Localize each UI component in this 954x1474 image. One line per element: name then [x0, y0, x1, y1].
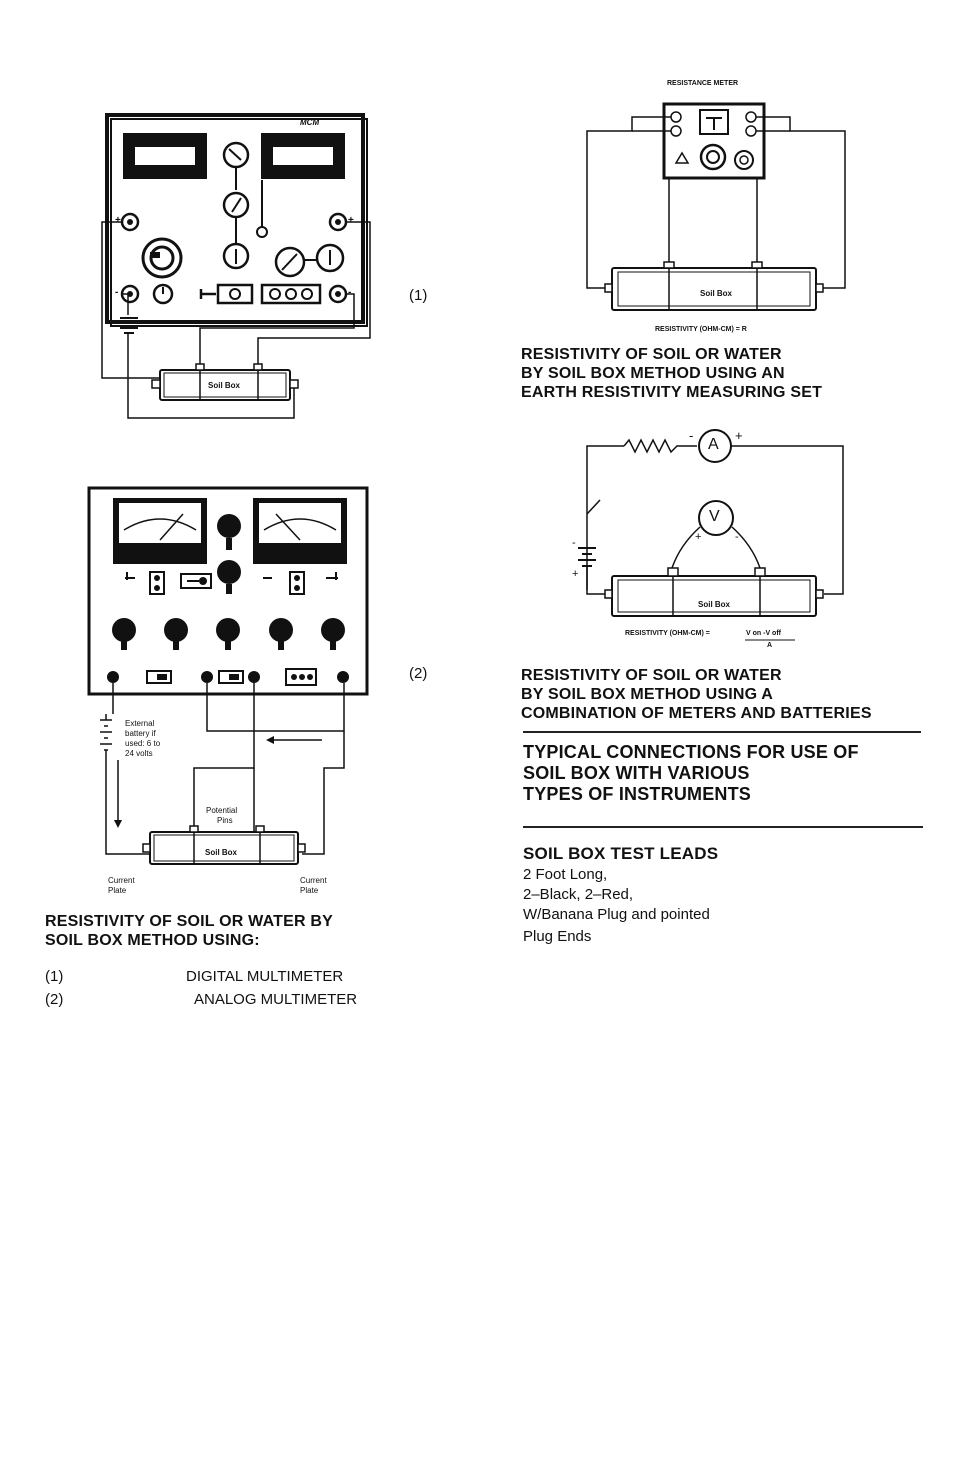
leads-line-4: Plug Ends [523, 928, 592, 945]
item-2-label: ANALOG MULTIMETER [194, 991, 358, 1008]
fig1-terminal-minus-right: - [348, 287, 352, 298]
fig4-formula-den: A [767, 642, 773, 649]
ammeter-symbol: A [708, 436, 719, 453]
fig1-terminal-minus-left: - [115, 287, 119, 298]
fig2-batt-text-0: External [125, 719, 155, 728]
fig2-soil-box-label: Soil Box [205, 848, 238, 857]
fig1-terminal-plus-left: + [115, 215, 121, 226]
fig2-current-plate-right-0: Current [300, 876, 327, 885]
fig4-caption: RESISTIVITY OF SOIL OR WATER BY SOIL BOX… [521, 666, 872, 723]
rule-top [523, 731, 921, 733]
rule-bottom [523, 826, 923, 828]
leads-line-3: W/Banana Plug and pointed [523, 906, 710, 923]
ammeter-plus-sign: + [735, 428, 743, 443]
battery-plus-sign: + [572, 568, 579, 580]
fig1-soil-box-label: Soil Box [208, 381, 241, 390]
typical-line-1: TYPICAL CONNECTIONS FOR USE OF [523, 742, 859, 762]
fig4-formula: RESISTIVITY (OHM-CM) = [625, 630, 710, 637]
fig2-batt-text-3: 24 volts [125, 749, 153, 758]
fig2-current-plate-left-0: Current [108, 876, 135, 885]
left-caption-line-1: RESISTIVITY OF SOIL OR WATER BY [45, 913, 334, 930]
fig4-caption-line-2: BY SOIL BOX METHOD USING A [521, 686, 774, 703]
fig2-current-plate-left-1: Plate [108, 886, 127, 895]
typical-line-3: TYPES OF INSTRUMENTS [523, 784, 752, 804]
fig1-number: (1) [409, 287, 428, 304]
fig3-caption-line-1: RESISTIVITY OF SOIL OR WATER [521, 346, 782, 363]
battery-minus-sign: - [572, 537, 576, 549]
item-1-label: DIGITAL MULTIMETER [186, 968, 344, 985]
typical-connections-heading: TYPICAL CONNECTIONS FOR USE OF SOIL BOX … [523, 742, 859, 805]
item-1-num: (1) [45, 968, 64, 985]
fig3-soil-box-label: Soil Box [700, 289, 733, 298]
voltmeter-plus-sign: + [695, 531, 702, 543]
leads-title: SOIL BOX TEST LEADS [523, 844, 719, 863]
voltmeter-symbol: V [709, 508, 720, 525]
leads-line-2: 2–Black, 2–Red, [523, 886, 634, 903]
ammeter-minus-sign: - [689, 428, 694, 443]
fig4-formula-num: V on -V off [746, 630, 781, 637]
left-caption: RESISTIVITY OF SOIL OR WATER BY SOIL BOX… [45, 912, 333, 950]
fig4-caption-line-1: RESISTIVITY OF SOIL OR WATER [521, 667, 782, 684]
fig3-formula: RESISTIVITY (OHM-CM) = R [655, 326, 747, 333]
fig2-number: (2) [409, 665, 428, 682]
fig2-current-plate-right-1: Plate [300, 886, 319, 895]
fig3-caption: RESISTIVITY OF SOIL OR WATER BY SOIL BOX… [521, 345, 822, 402]
fig1-brand: MCM [300, 118, 320, 127]
fig4-caption-line-3: COMBINATION OF METERS AND BATTERIES [521, 705, 872, 722]
fig2-batt-text-1: battery if [125, 729, 156, 738]
typical-line-2: SOIL BOX WITH VARIOUS [523, 763, 750, 783]
fig3-caption-line-2: BY SOIL BOX METHOD USING AN [521, 365, 785, 382]
fig3-caption-line-3: EARTH RESISTIVITY MEASURING SET [521, 384, 823, 401]
fig3-title: RESISTANCE METER [667, 80, 739, 87]
fig1-terminal-plus-right: + [348, 215, 354, 226]
fig2-potential-pins-1: Pins [217, 816, 233, 825]
voltmeter-minus-sign: - [735, 531, 739, 543]
fig4-soil-box-label: Soil Box [698, 600, 731, 609]
item-2-num: (2) [45, 991, 64, 1008]
fig2-potential-pins-0: Potential [206, 806, 238, 815]
left-caption-line-2: SOIL BOX METHOD USING: [45, 932, 260, 949]
fig2-batt-text-2: used: 6 to [125, 739, 161, 748]
leads-line-1: 2 Foot Long, [523, 866, 608, 883]
